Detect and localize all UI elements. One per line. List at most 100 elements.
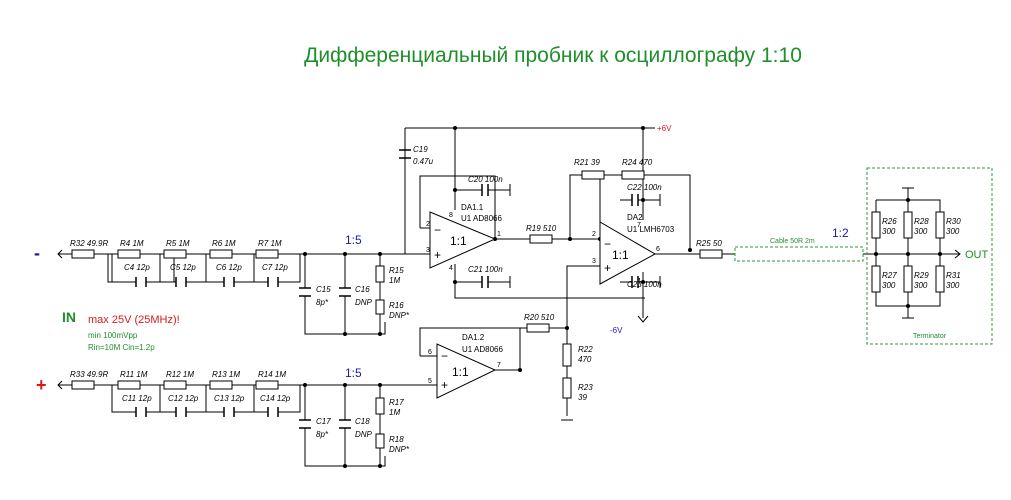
input-min-note: min 100mVpp — [88, 331, 138, 340]
da11-pin-2: 2 — [426, 221, 430, 228]
pos-supply-label: +6V — [657, 124, 672, 133]
da2-pin-6: 6 — [656, 246, 660, 253]
r26-value: 300 — [882, 227, 896, 236]
c18-value: DNP — [355, 430, 373, 439]
c21-label: C21 100n — [468, 265, 503, 274]
r7-label: R7 1M — [258, 239, 282, 248]
c22-label: C22 100n — [627, 183, 662, 192]
c11-label: C11 12p — [122, 394, 152, 403]
r18-value: DNP* — [389, 445, 410, 454]
r4-label: R4 1M — [120, 239, 144, 248]
c13-label: C13 12p — [214, 394, 245, 403]
r17-value: 1M — [389, 408, 400, 417]
c4-label: C4 12p — [124, 263, 150, 272]
da2-inputs — [585, 265, 600, 267]
r22-value: 470 — [578, 355, 592, 364]
da11-gain: 1:1 — [450, 234, 467, 248]
da12-plus-sign: + — [441, 378, 448, 392]
r15-value: 1M — [389, 276, 400, 285]
capacitor-plates — [135, 149, 639, 429]
cable-ratio-label: 1:2 — [832, 226, 849, 240]
r32-label: R32 49.9R — [70, 239, 108, 248]
da11-plus-sign: + — [434, 248, 441, 262]
da2-pin-3: 3 — [592, 258, 596, 265]
r11-label: R11 1M — [120, 370, 148, 379]
r26-label: R26 — [882, 217, 897, 226]
r14-label: R14 1M — [258, 370, 286, 379]
r25-label: R25 50 — [696, 239, 722, 248]
r15-label: R15 — [389, 266, 404, 275]
da12-pin-7: 7 — [497, 362, 501, 369]
r27-label: R27 — [882, 271, 897, 280]
cable-outline — [734, 246, 864, 262]
da2-pin-7: 7 — [637, 222, 641, 229]
c17-value: 8p* — [316, 430, 329, 439]
r12-label: R12 1M — [166, 370, 194, 379]
terminator-label: Terminator — [913, 333, 947, 340]
r27-value: 300 — [882, 281, 896, 290]
da12-opamp-triangle — [436, 343, 497, 399]
da11-pin-8: 8 — [449, 212, 453, 219]
r23-value: 39 — [578, 393, 587, 402]
da12-pin-6: 6 — [428, 349, 432, 356]
input-max-note: max 25V (25MHz)! — [88, 314, 180, 326]
da12-part: U1 AD8066 — [462, 345, 503, 354]
c16-value: DNP — [355, 298, 373, 307]
da11-minus-sign: − — [434, 223, 441, 237]
input-impedance-note: Rin=10M Cin=1.2p — [88, 343, 155, 352]
input-label: IN — [62, 309, 76, 325]
wiring — [57, 127, 961, 467]
r17-label: R17 — [389, 398, 404, 407]
da2-part: U1 LMH6703 — [627, 225, 675, 234]
r16-label: R16 — [389, 301, 404, 310]
c5-label: C5 12p — [170, 263, 196, 272]
r28-value: 300 — [914, 227, 928, 236]
da2-plus-sign: + — [604, 261, 611, 275]
out-terminal: OUT — [965, 249, 989, 261]
r18-label: R18 — [389, 435, 404, 444]
da2-pin-2: 2 — [592, 231, 596, 238]
da12-pin-5: 5 — [428, 378, 432, 385]
r23-label: R23 — [578, 383, 593, 392]
c20-label: C20 100n — [468, 175, 503, 184]
minus-terminal: - — [34, 243, 40, 263]
c23-label: C23 100n — [627, 280, 662, 289]
da2-gain: 1:1 — [612, 248, 629, 262]
da11-opamp-triangle — [429, 211, 497, 269]
c15-value: 8p* — [316, 298, 329, 307]
c17-label: C17 — [316, 417, 331, 426]
top-ratio-label: 1:5 — [345, 233, 362, 247]
resistor-bodies — [71, 170, 945, 449]
r30-label: R30 — [946, 217, 961, 226]
r19-label: R19 510 — [526, 224, 557, 233]
r33-label: R33 49.9R — [70, 370, 108, 379]
da12-minus-sign: − — [441, 349, 448, 363]
r6-label: R6 1M — [212, 239, 236, 248]
c19-label: C19 — [413, 145, 428, 154]
da12-name: DA1.2 — [462, 333, 485, 342]
r28-label: R28 — [914, 217, 929, 226]
r16-value: DNP* — [389, 311, 410, 320]
da2-opamp-triangle — [599, 221, 657, 285]
r31-label: R31 — [946, 271, 961, 280]
da11-pin-3: 3 — [426, 247, 430, 254]
da2-name: DA2 — [627, 213, 643, 222]
c18-label: C18 — [355, 417, 370, 426]
da11-part: U1 AD8066 — [461, 214, 502, 223]
bottom-ratio-label: 1:5 — [345, 366, 362, 380]
da11-pin-1: 1 — [497, 231, 501, 238]
r30-value: 300 — [946, 227, 960, 236]
da12-gain: 1:1 — [452, 365, 469, 379]
r24-label: R24 470 — [622, 158, 653, 167]
r31-value: 300 — [946, 281, 960, 290]
c12-label: C12 12p — [168, 394, 199, 403]
plus-terminal: + — [36, 375, 47, 395]
da11-pin-4: 4 — [449, 265, 453, 272]
c15-label: C15 — [316, 285, 331, 294]
r13-label: R13 1M — [212, 370, 240, 379]
r5-label: R5 1M — [166, 239, 190, 248]
r21-label: R21 39 — [574, 158, 600, 167]
neg-supply-label: -6V — [610, 326, 623, 335]
schematic-title: Дифференциальный пробник к осциллографу … — [304, 44, 802, 67]
